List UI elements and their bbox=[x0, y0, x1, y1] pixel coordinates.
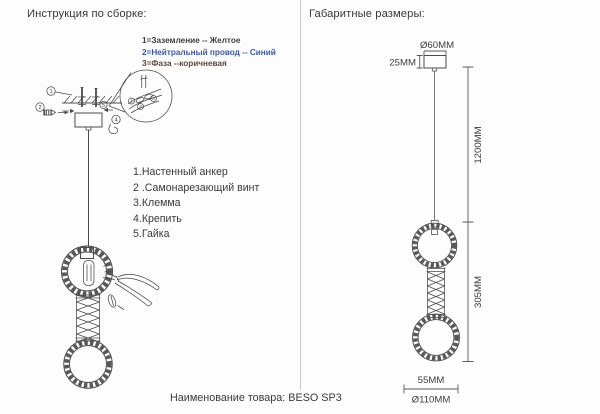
anchor-callout-number: 1 bbox=[49, 89, 52, 95]
lamp-drawing-left bbox=[62, 246, 113, 388]
nut-callout: 5 bbox=[99, 101, 108, 109]
part-item-anchor: 1.Настенный анкер bbox=[133, 166, 228, 178]
part-item-screw: 2 .Самонарезающий винт bbox=[133, 181, 260, 194]
wire-1-number: 1 bbox=[130, 99, 133, 104]
part-item-terminal: 3.Клемма bbox=[133, 197, 181, 210]
dimension-drawing: Ø60MM 25MM 1200MM 305MM 5 bbox=[389, 40, 484, 406]
dim-column-width: 55MM bbox=[418, 375, 445, 386]
anchor-callout: 1 bbox=[46, 86, 73, 96]
wire-3-number: 3 bbox=[152, 96, 155, 101]
left-panel-title: Инструкция по сборке: bbox=[27, 8, 147, 20]
right-panel-title: Габаритные размеры: bbox=[309, 8, 425, 20]
screw-icon bbox=[43, 109, 69, 116]
clamp-part-icon bbox=[107, 294, 125, 310]
legend-phase-wire: 3=Фаза --коричневая bbox=[142, 59, 227, 69]
swirl-icon bbox=[108, 123, 119, 134]
nut-callout-number: 5 bbox=[102, 103, 105, 109]
part-item-nut: 5.Гайка bbox=[133, 228, 170, 241]
socket bbox=[80, 247, 94, 259]
screw-callout-number: 2 bbox=[38, 105, 41, 111]
fasten-callout: 4 bbox=[108, 114, 121, 134]
bottom-ring-right bbox=[413, 314, 460, 361]
fasten-callout-number: 4 bbox=[114, 118, 117, 124]
canopy-drawing bbox=[62, 107, 113, 131]
dim-canopy-height: 25MM bbox=[389, 58, 416, 69]
screw-callout: 2 bbox=[35, 102, 69, 116]
bottom-ring bbox=[64, 340, 112, 388]
pliers-icon bbox=[102, 263, 160, 307]
parts-list: 1.Настенный анкер 2 .Самонарезающий винт… bbox=[133, 165, 259, 243]
bulb-icon bbox=[83, 260, 95, 286]
legend-ground-wire: 1=Заземление -- Желтое bbox=[142, 36, 241, 45]
dim-ring-diameter: Ø110MM bbox=[412, 395, 451, 406]
lattice-column bbox=[75, 293, 101, 343]
top-ring-right bbox=[412, 223, 457, 268]
ceiling-drawing bbox=[62, 87, 122, 107]
legend-neutral-wire: 2=Нейтральный провод -- Синий bbox=[142, 47, 276, 57]
canopy-right bbox=[423, 55, 447, 69]
arrow-left-icon bbox=[103, 107, 108, 113]
arrow-right-icon bbox=[70, 108, 75, 114]
wiring-detail-circle: 1 2 3 bbox=[108, 69, 173, 123]
wire-2-number: 2 bbox=[139, 104, 142, 109]
panel-divider bbox=[300, 0, 301, 390]
wiring-legend: 1=Заземление -- Желтое 2=Нейтральный про… bbox=[142, 35, 276, 70]
lattice-column-right bbox=[426, 267, 446, 319]
dim-body-height: 305MM bbox=[473, 276, 484, 308]
dim-suspension-length: 1200MM bbox=[473, 126, 484, 163]
part-item-fasten: 4.Крепить bbox=[133, 212, 182, 225]
product-name-label: Наименование товара: BESO SP3 bbox=[170, 392, 342, 404]
dim-canopy-diameter: Ø60MM bbox=[420, 40, 454, 51]
